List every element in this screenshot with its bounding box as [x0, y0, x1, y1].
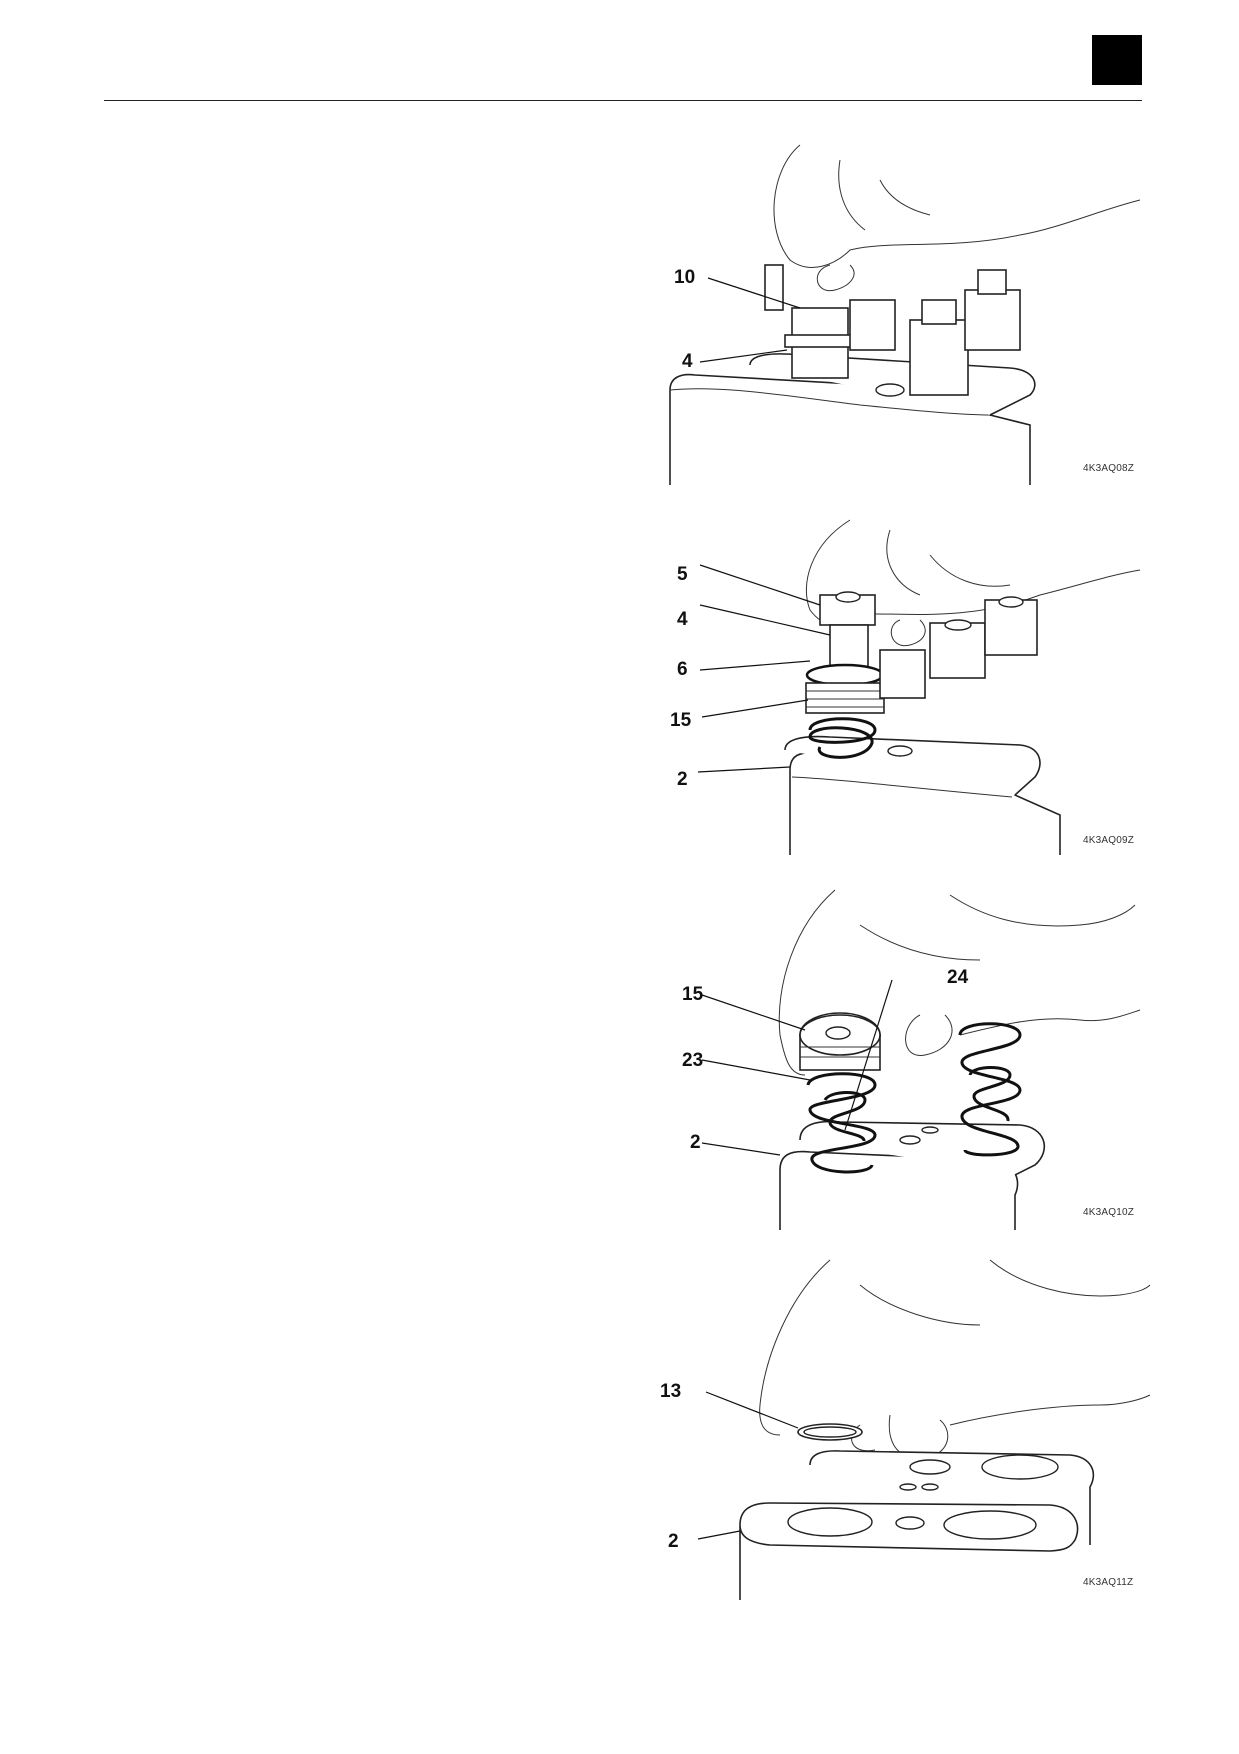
figure-2: 5 4 6 15 2 4K3AQ09Z: [660, 515, 1150, 860]
header-rule: [104, 100, 1142, 101]
figure-3: 15 24 23 2 4K3AQ10Z: [660, 885, 1150, 1230]
figure-code: 4K3AQ08Z: [1083, 463, 1135, 474]
callout-5: 5: [677, 564, 688, 585]
figure-1: 10 4 4K3AQ08Z: [660, 140, 1150, 485]
callout-6: 6: [677, 659, 688, 680]
figure-1-illustration: [669, 144, 1141, 485]
callout-4: 4: [682, 351, 693, 372]
callout-15: 15: [682, 984, 704, 1005]
figure-2-illustration: [697, 519, 1141, 855]
callout-4: 4: [677, 609, 688, 630]
figure-3-illustration: [701, 889, 1141, 1230]
callout-10: 10: [674, 267, 696, 288]
callout-2: 2: [690, 1132, 701, 1153]
figure-4: 13 2 4K3AQ11Z: [650, 1255, 1151, 1600]
figure-code: 4K3AQ10Z: [1083, 1207, 1135, 1218]
callout-2: 2: [668, 1531, 679, 1552]
callout-23: 23: [682, 1050, 704, 1071]
figure-code: 4K3AQ09Z: [1083, 835, 1135, 846]
callout-2: 2: [677, 769, 688, 790]
callout-13: 13: [660, 1381, 682, 1402]
figure-code: 4K3AQ11Z: [1083, 1577, 1134, 1588]
figure-4-illustration: [697, 1259, 1151, 1600]
callout-15: 15: [670, 710, 692, 731]
chapter-tab-block: [1092, 35, 1142, 85]
callout-24: 24: [947, 967, 969, 988]
